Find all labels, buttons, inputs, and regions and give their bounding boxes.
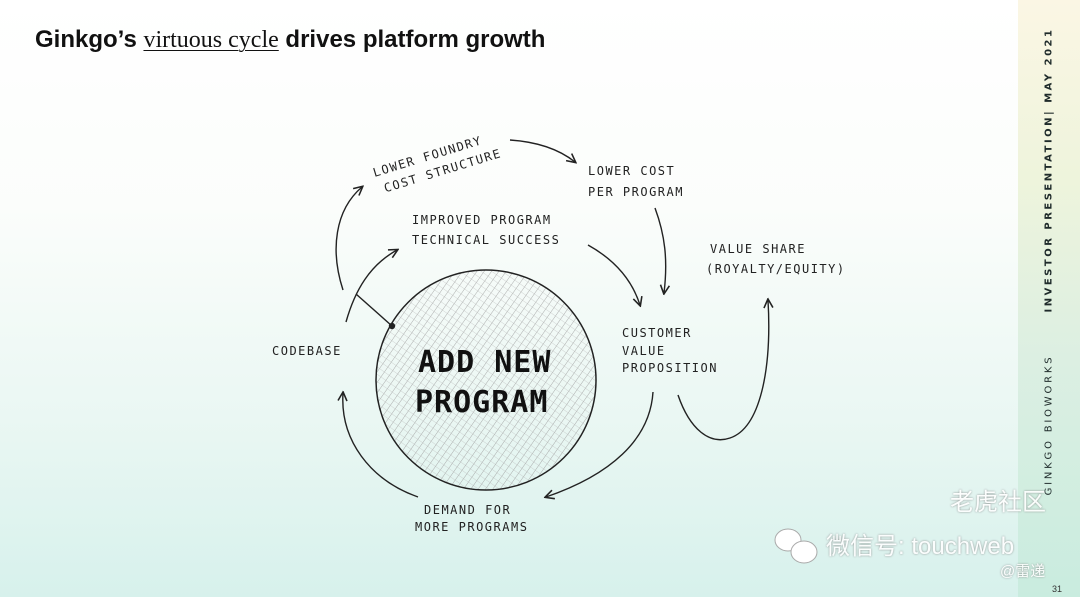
center-circle [375,269,597,491]
page-title: Ginkgo’s virtuous cycle drives platform … [35,26,545,54]
value-share-line1: VALUE SHARE [710,242,806,256]
demand-line1: DEMAND FOR [424,503,511,517]
sidebar [1018,0,1080,597]
customer-line1: CUSTOMER [622,326,692,340]
arrows [335,139,769,497]
center-label-line1: ADD NEW [418,345,551,380]
title-text: Ginkgo’s [35,26,144,53]
lower-cost-line1: LOWER COST [588,164,675,178]
lower-cost-line2: PER PROGRAM [588,185,684,199]
value-share-line2: (ROYALTY/EQUITY) [706,262,846,276]
codebase-label: CODEBASE [272,344,342,358]
demand-line2: MORE PROGRAMS [415,520,528,534]
customer-line3: PROPOSITION [622,361,718,375]
title-emphasis: virtuous cycle [143,27,279,53]
customer-line2: VALUE [622,344,666,358]
watermark-author: @雷递 [1000,563,1046,580]
page-number: 31 [1052,584,1063,594]
improved-line2: TECHNICAL SUCCESS [412,233,560,247]
wechat-icon [774,528,818,564]
title-text-end: drives platform growth [278,26,546,53]
watermark-community: 老虎社区 [950,489,1046,516]
watermark-wechat: 微信号: touchweb [826,533,1015,560]
center-label-line2: PROGRAM [415,385,548,420]
improved-line1: IMPROVED PROGRAM [412,213,552,227]
